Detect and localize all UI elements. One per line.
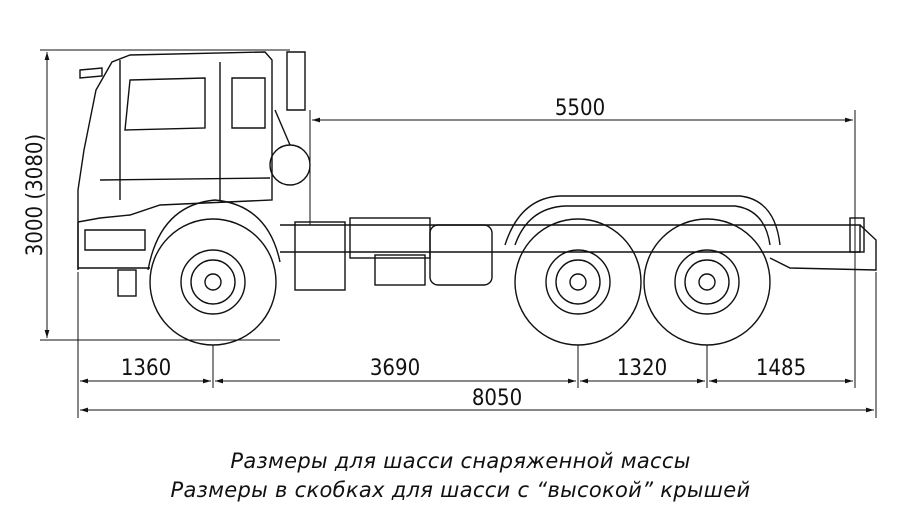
dimension-1320-label: 1320	[617, 356, 667, 381]
rear-wheel-2	[643, 218, 771, 346]
dimension-5500: 5500	[309, 96, 856, 225]
height-dimension: 3000 (3080)	[23, 49, 290, 338]
dimension-8050: 8050	[80, 386, 874, 413]
truck-outline	[77, 51, 877, 297]
height-label: 3000 (3080)	[23, 134, 48, 256]
rear-wheel-1	[514, 218, 642, 346]
dimension-3690-label: 3690	[370, 356, 420, 381]
dimension-1485-label: 1485	[756, 356, 806, 381]
dimension-1360-label: 1360	[121, 356, 171, 381]
caption-line-2: Размеры в скобках для шасси с “высокой” …	[170, 478, 751, 502]
dimension-5500-label: 5500	[555, 96, 605, 121]
extension-lines	[77, 225, 877, 418]
dimension-8050-label: 8050	[472, 386, 522, 411]
caption-line-1: Размеры для шасси снаряженной массы	[230, 449, 691, 473]
front-wheel	[149, 218, 277, 346]
chain-dimensions: 1360 3690 1320 1485	[80, 356, 853, 384]
